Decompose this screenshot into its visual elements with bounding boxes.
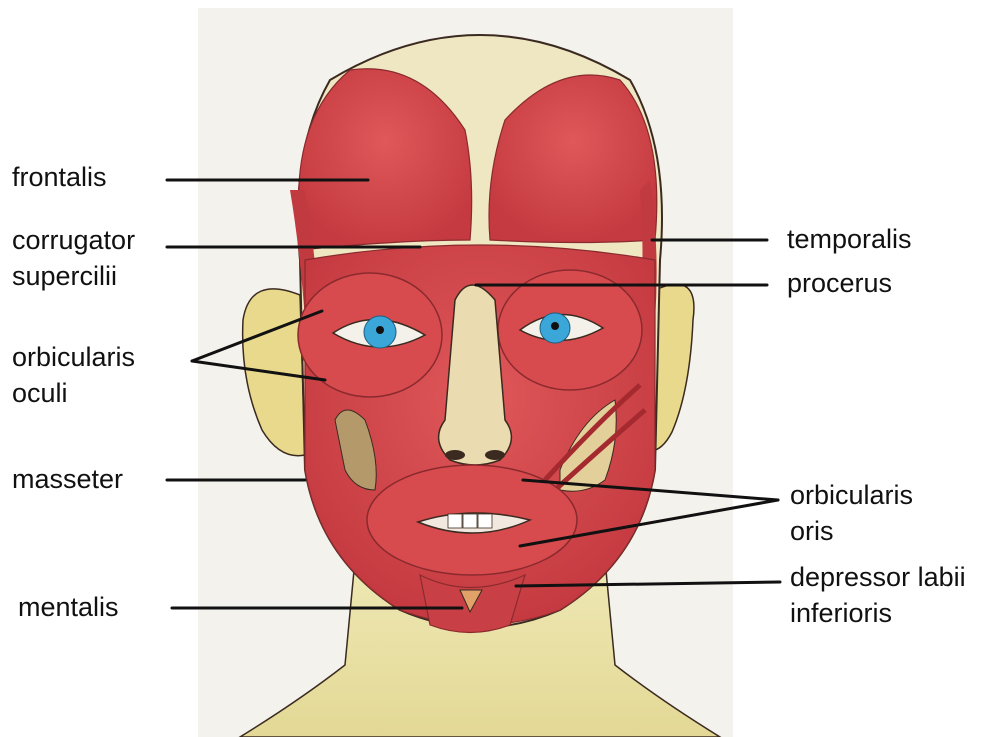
label-temporalis: temporalis — [787, 222, 912, 256]
label-orbicularis-oris-line1: orbicularis — [790, 478, 913, 512]
label-depressor-line2: inferioris — [790, 596, 892, 630]
label-depressor-line1: depressor labii — [790, 560, 966, 594]
label-corrugator-line1: corrugator — [12, 223, 135, 257]
orbicularis-oculi-leader-upper — [192, 311, 322, 361]
orbicularis-oculi-leader-lower — [192, 361, 325, 380]
label-orbicularis-oculi-line1: orbicularis — [12, 340, 135, 374]
label-procerus: procerus — [787, 266, 892, 300]
label-orbicularis-oris-line2: oris — [790, 514, 834, 548]
orbicularis-oris-leader-lower — [520, 500, 778, 546]
orbicularis-oris-leader-upper — [523, 480, 778, 500]
label-corrugator-line2: supercilii — [12, 259, 117, 293]
depressor-leader — [516, 582, 780, 586]
label-orbicularis-oculi-line2: oculi — [12, 376, 68, 410]
label-frontalis: frontalis — [12, 160, 107, 194]
label-masseter: masseter — [12, 462, 123, 496]
label-mentalis: mentalis — [18, 590, 119, 624]
